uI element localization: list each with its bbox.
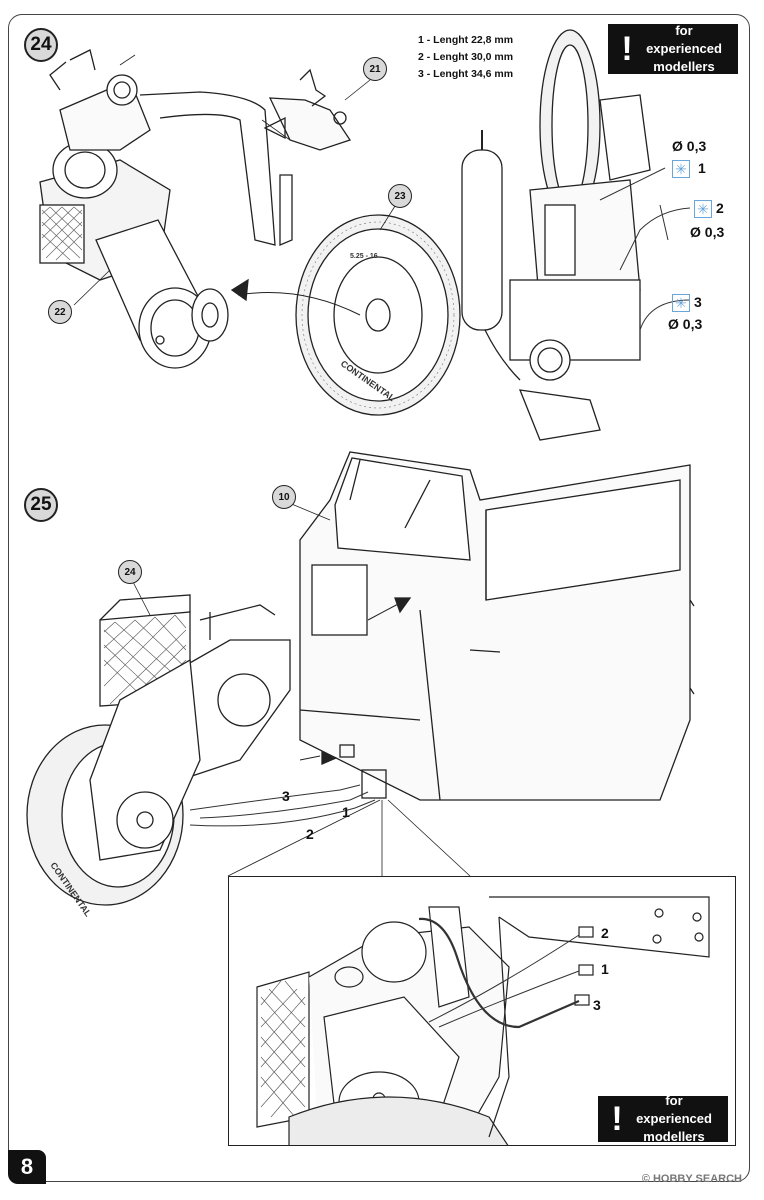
wire-3-number: 3 xyxy=(694,294,702,310)
page-number: 8 xyxy=(8,1150,46,1184)
wire-3-diameter: Ø 0,3 xyxy=(668,316,703,332)
length-item: 2 - Lenght 30,0 mm xyxy=(418,51,514,63)
wire-label-2: 2 xyxy=(306,826,314,842)
wire-symbol-icon: ✳ xyxy=(672,160,690,178)
cab-body-10 xyxy=(299,451,695,801)
wire-label-3: 3 xyxy=(282,788,290,804)
wheel-23 xyxy=(295,214,461,416)
inset-wire-label-2: 2 xyxy=(601,925,609,941)
wire-2-diameter: Ø 0,3 xyxy=(690,224,725,240)
callout-part-22: 22 xyxy=(48,300,72,324)
wire-symbol-icon: ✳ xyxy=(694,200,712,218)
inset-drawing xyxy=(256,896,710,1145)
inset-wire-label-3: 3 xyxy=(593,997,601,1013)
rear-assembly-view xyxy=(461,29,651,441)
wire-label-1: 1 xyxy=(342,804,350,820)
engine-subassembly-22 xyxy=(39,49,293,369)
length-item: 1 - Lenght 22,8 mm xyxy=(418,34,514,46)
wire-2-number: 2 xyxy=(716,200,724,216)
callout-part-23: 23 xyxy=(388,184,412,208)
tire-size-text: 5.25 - 16 xyxy=(350,253,378,260)
exclamation-icon: ! xyxy=(611,1099,623,1138)
step-25-badge: 25 xyxy=(24,488,58,522)
wire-1-number: 1 xyxy=(698,160,706,176)
wire-1-diameter: Ø 0,3 xyxy=(672,138,707,154)
callout-part-24: 24 xyxy=(118,560,142,584)
front-unit-24 xyxy=(26,594,291,906)
inset-wire-label-1: 1 xyxy=(601,961,609,977)
step-24-badge: 24 xyxy=(24,28,58,62)
watermark-text: © HOBBY SEARCH xyxy=(641,1173,742,1185)
callout-part-21: 21 xyxy=(363,57,387,81)
exclamation-icon: ! xyxy=(621,29,633,68)
wire-length-list: 1 - Lenght 22,8 mm 2 - Lenght 30,0 mm 3 … xyxy=(418,32,513,83)
callout-part-10: 10 xyxy=(272,485,296,509)
page-frame xyxy=(8,14,750,1182)
wire-symbol-icon: ✳ xyxy=(672,294,690,312)
part-21-bracket xyxy=(263,68,352,151)
length-item: 3 - Lenght 34,6 mm xyxy=(418,68,514,80)
